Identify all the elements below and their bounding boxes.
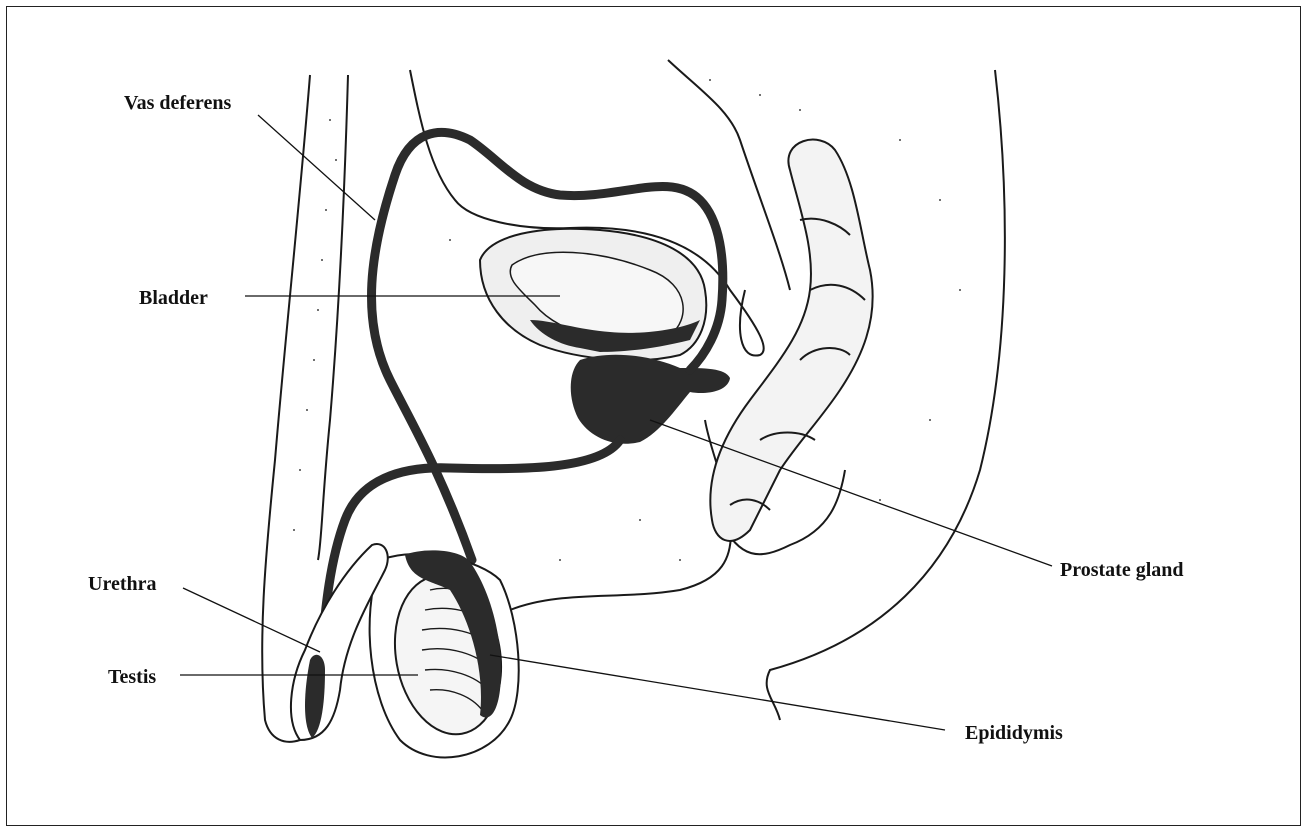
bladder-label: Bladder <box>139 288 208 308</box>
perineum-outline <box>510 420 731 610</box>
testis-label: Testis <box>108 667 156 687</box>
rectum <box>710 140 872 541</box>
epididymis-label: Epididymis <box>965 723 1063 743</box>
leader-epididymis <box>490 655 945 730</box>
urethra-label: Urethra <box>88 574 157 594</box>
leader-vas-deferens <box>258 115 375 220</box>
bladder <box>480 229 706 360</box>
thigh-inner-outline <box>318 75 348 560</box>
rectum-outline <box>668 60 790 290</box>
prostate-gland-label: Prostate gland <box>1060 560 1184 580</box>
leader-urethra <box>183 588 320 652</box>
prostate-gland <box>571 355 730 444</box>
scrotum <box>370 550 519 757</box>
thigh-front-outline <box>262 75 310 742</box>
vas-deferens-label: Vas deferens <box>124 93 231 113</box>
